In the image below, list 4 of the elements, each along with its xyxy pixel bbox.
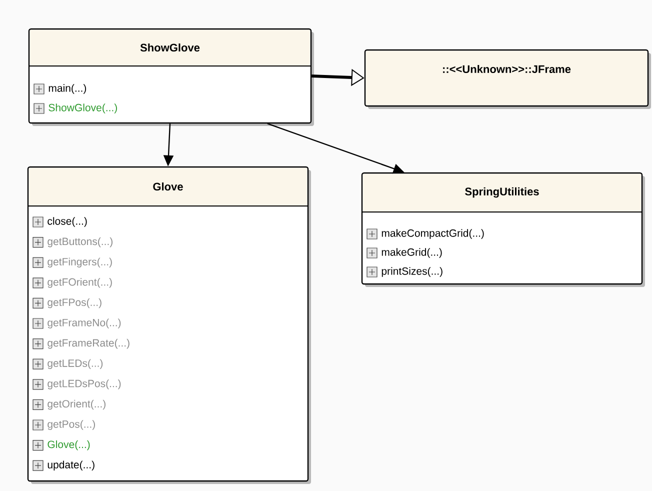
class-box: ShowGlove main(...) ShowGlove(...) bbox=[28, 28, 314, 126]
class-box: ::<<Unknown>>::JFrame bbox=[364, 49, 651, 109]
class-box: SpringUtilities makeCompactGrid(...) makeGrid(...) printSizes(...) bbox=[361, 172, 645, 287]
class-box: Glove close(...) getButtons(...) getFingers(...) getFOrient(...) getFPos(...) getFrameNo(...) getFrameRate(...) getLEDs(...) getLEDsPos(...) getOrient(...) getPos(...) Glove(...) update(...) bbox=[27, 166, 311, 484]
